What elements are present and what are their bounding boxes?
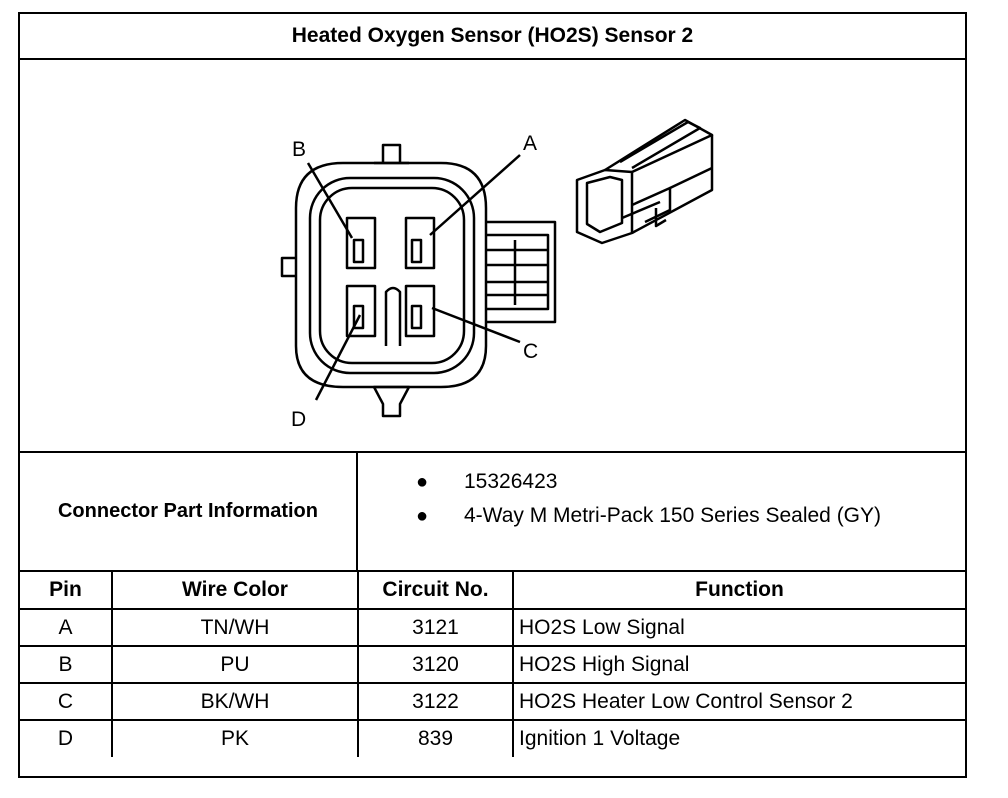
header-circuit: Circuit No. [357,572,514,610]
table-row: D PK 839 Ignition 1 Voltage [20,719,965,757]
cavity-a [404,216,436,270]
pin-label-c: C [523,340,538,363]
connector-iso-view [575,118,714,245]
header-function: Function [512,572,965,610]
cell-wire-color: BK/WH [111,682,359,721]
header-wire-color: Wire Color [111,572,359,610]
cell-pin: B [20,645,113,684]
cell-function: HO2S High Signal [512,645,965,684]
connector-sheet: Heated Oxygen Sensor (HO2S) Sensor 2 [18,12,967,778]
table-row: B PU 3120 HO2S High Signal [20,645,965,684]
wire-exit [486,220,557,324]
cell-circuit: 3121 [357,608,514,647]
list-item: ● 15326423 [358,465,965,499]
cell-pin: A [20,608,113,647]
leader-a [429,154,521,236]
connector-description: 4-Way M Metri-Pack 150 Series Sealed (GY… [464,504,882,527]
table-row: A TN/WH 3121 HO2S Low Signal [20,608,965,647]
bottom-latch [372,385,411,418]
part-number: 15326423 [464,470,558,493]
seal-ring-outer [308,176,476,375]
cavity-b [345,216,377,270]
cell-wire-color: PK [111,719,359,757]
connector-figure: B A C D [20,60,965,453]
cell-circuit: 839 [357,719,514,757]
cell-wire-color: PU [111,645,359,684]
cell-pin: D [20,719,113,757]
table-header-row: Pin Wire Color Circuit No. Function [20,572,965,610]
outer-housing [294,161,488,389]
pin-label-b: B [292,138,306,161]
pin-label-d: D [291,408,306,431]
cell-function: HO2S Heater Low Control Sensor 2 [512,682,965,721]
list-item: ● 4-Way M Metri-Pack 150 Series Sealed (G… [358,499,965,533]
connector-info-label: Connector Part Information [20,453,358,570]
top-latch [374,143,409,165]
pin-label-a: A [523,132,537,155]
bullet-icon: ● [416,505,429,527]
leader-d [314,314,362,401]
cavity-c [404,284,436,338]
cell-function: Ignition 1 Voltage [512,719,965,757]
divider-slot [384,286,402,346]
table-row: C BK/WH 3122 HO2S Heater Low Control Sen… [20,682,965,721]
left-tab [280,256,296,278]
cell-pin: C [20,682,113,721]
cell-function: HO2S Low Signal [512,608,965,647]
connector-part-info: Connector Part Information ● 15326423 ● 4-… [20,453,965,572]
leader-b [306,162,354,239]
header-pin: Pin [20,572,113,610]
cell-circuit: 3120 [357,645,514,684]
cell-circuit: 3122 [357,682,514,721]
connector-face-diagram: B A C D [280,118,714,431]
leader-c [431,306,521,344]
bullet-icon: ● [416,471,429,493]
page-title: Heated Oxygen Sensor (HO2S) Sensor 2 [20,14,965,60]
pin-table: Pin Wire Color Circuit No. Function A TN… [20,572,965,757]
cavity-d [345,284,377,338]
connector-info-list: ● 15326423 ● 4-Way M Metri-Pack 150 Series… [358,453,965,582]
seal-ring-inner [318,186,466,365]
cell-wire-color: TN/WH [111,608,359,647]
